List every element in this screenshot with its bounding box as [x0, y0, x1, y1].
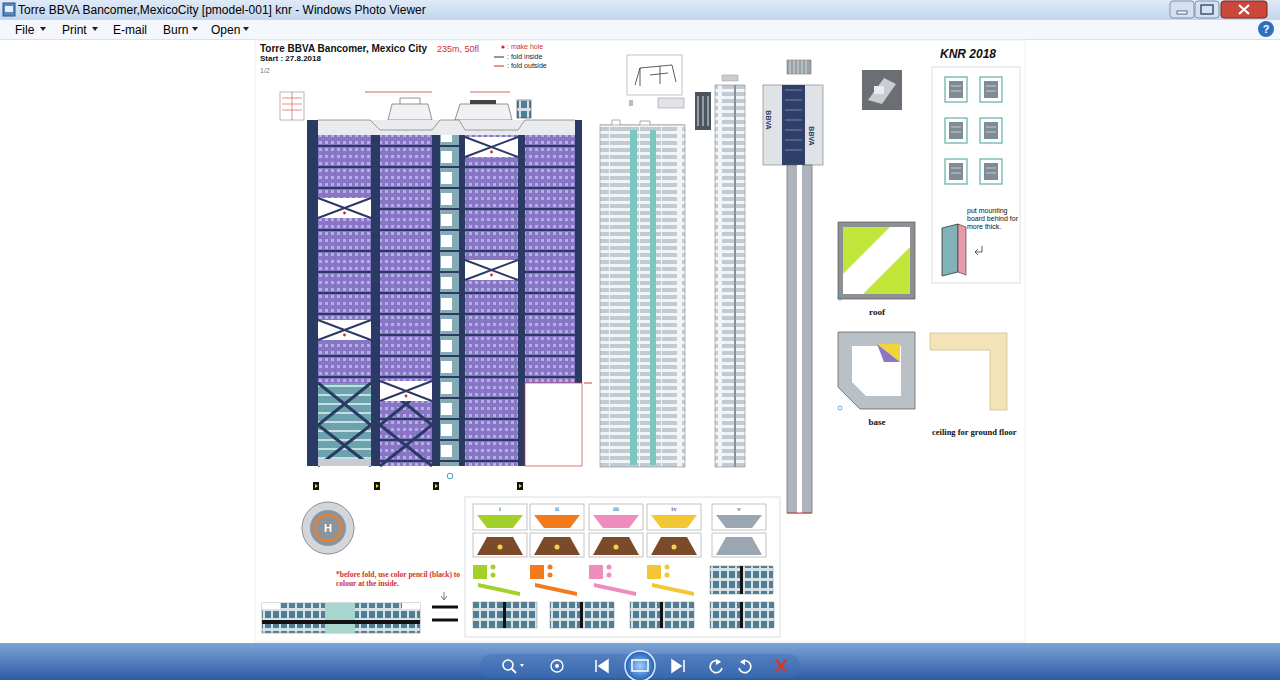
node-text: H — [324, 522, 332, 534]
tab-piece: ii — [530, 504, 584, 515]
instruction-note: *before fold, use color pencil (black) t… — [336, 570, 466, 588]
helipad-circle: H — [302, 502, 354, 554]
tab-piece: i — [473, 504, 527, 515]
menu-item: File — [15, 22, 34, 38]
menu-item: E-mail — [113, 22, 147, 38]
node-text: i — [499, 505, 501, 514]
node-text: ceiling for ground floor — [932, 427, 1016, 437]
ceiling-piece: ceiling for ground floor — [932, 333, 1020, 437]
help-button: ? — [1258, 21, 1274, 37]
strip-text: BBVA — [807, 126, 815, 145]
tab-piece: iii — [589, 504, 643, 515]
menu-item: Print — [62, 22, 87, 38]
node-text: roof — [869, 307, 885, 318]
node-text: iv — [671, 505, 676, 514]
node-text: Torre BBVA Bancomer,MexicoCity [pmodel-0… — [18, 0, 426, 20]
page-number: 1/2 — [260, 66, 270, 75]
node-text: v — [737, 505, 741, 514]
start-date: Start : 27.8.2018 — [260, 54, 321, 64]
mounting-board-note: put mounting board behind for more thick… — [967, 207, 1019, 243]
height-note: 235m, 50fl — [437, 44, 479, 55]
node-text: ii — [555, 505, 559, 514]
menu-item: Burn — [163, 22, 188, 38]
node-text: iii — [613, 505, 619, 514]
strip-text: BBVA — [764, 110, 772, 129]
tab-piece: v — [712, 504, 766, 515]
node-text: put mounting board behind for more thick… — [967, 207, 1019, 231]
window-title-bar: Torre BBVA Bancomer,MexicoCity [pmodel-0… — [18, 0, 1158, 20]
legend-text: : fold outside — [507, 61, 547, 70]
roof-piece: roof — [836, 222, 918, 318]
tab-piece: iv — [647, 504, 701, 515]
legend-text: : fold inside — [507, 52, 542, 61]
menu-item: Open — [211, 22, 240, 38]
author-logo: KNR 2018 — [940, 47, 996, 61]
base-piece: base — [836, 332, 918, 428]
legend-text: : make hole — [507, 42, 543, 51]
sheet-title: Torre BBVA Bancomer, Mexico City — [260, 43, 427, 55]
node-text: base — [868, 417, 885, 428]
